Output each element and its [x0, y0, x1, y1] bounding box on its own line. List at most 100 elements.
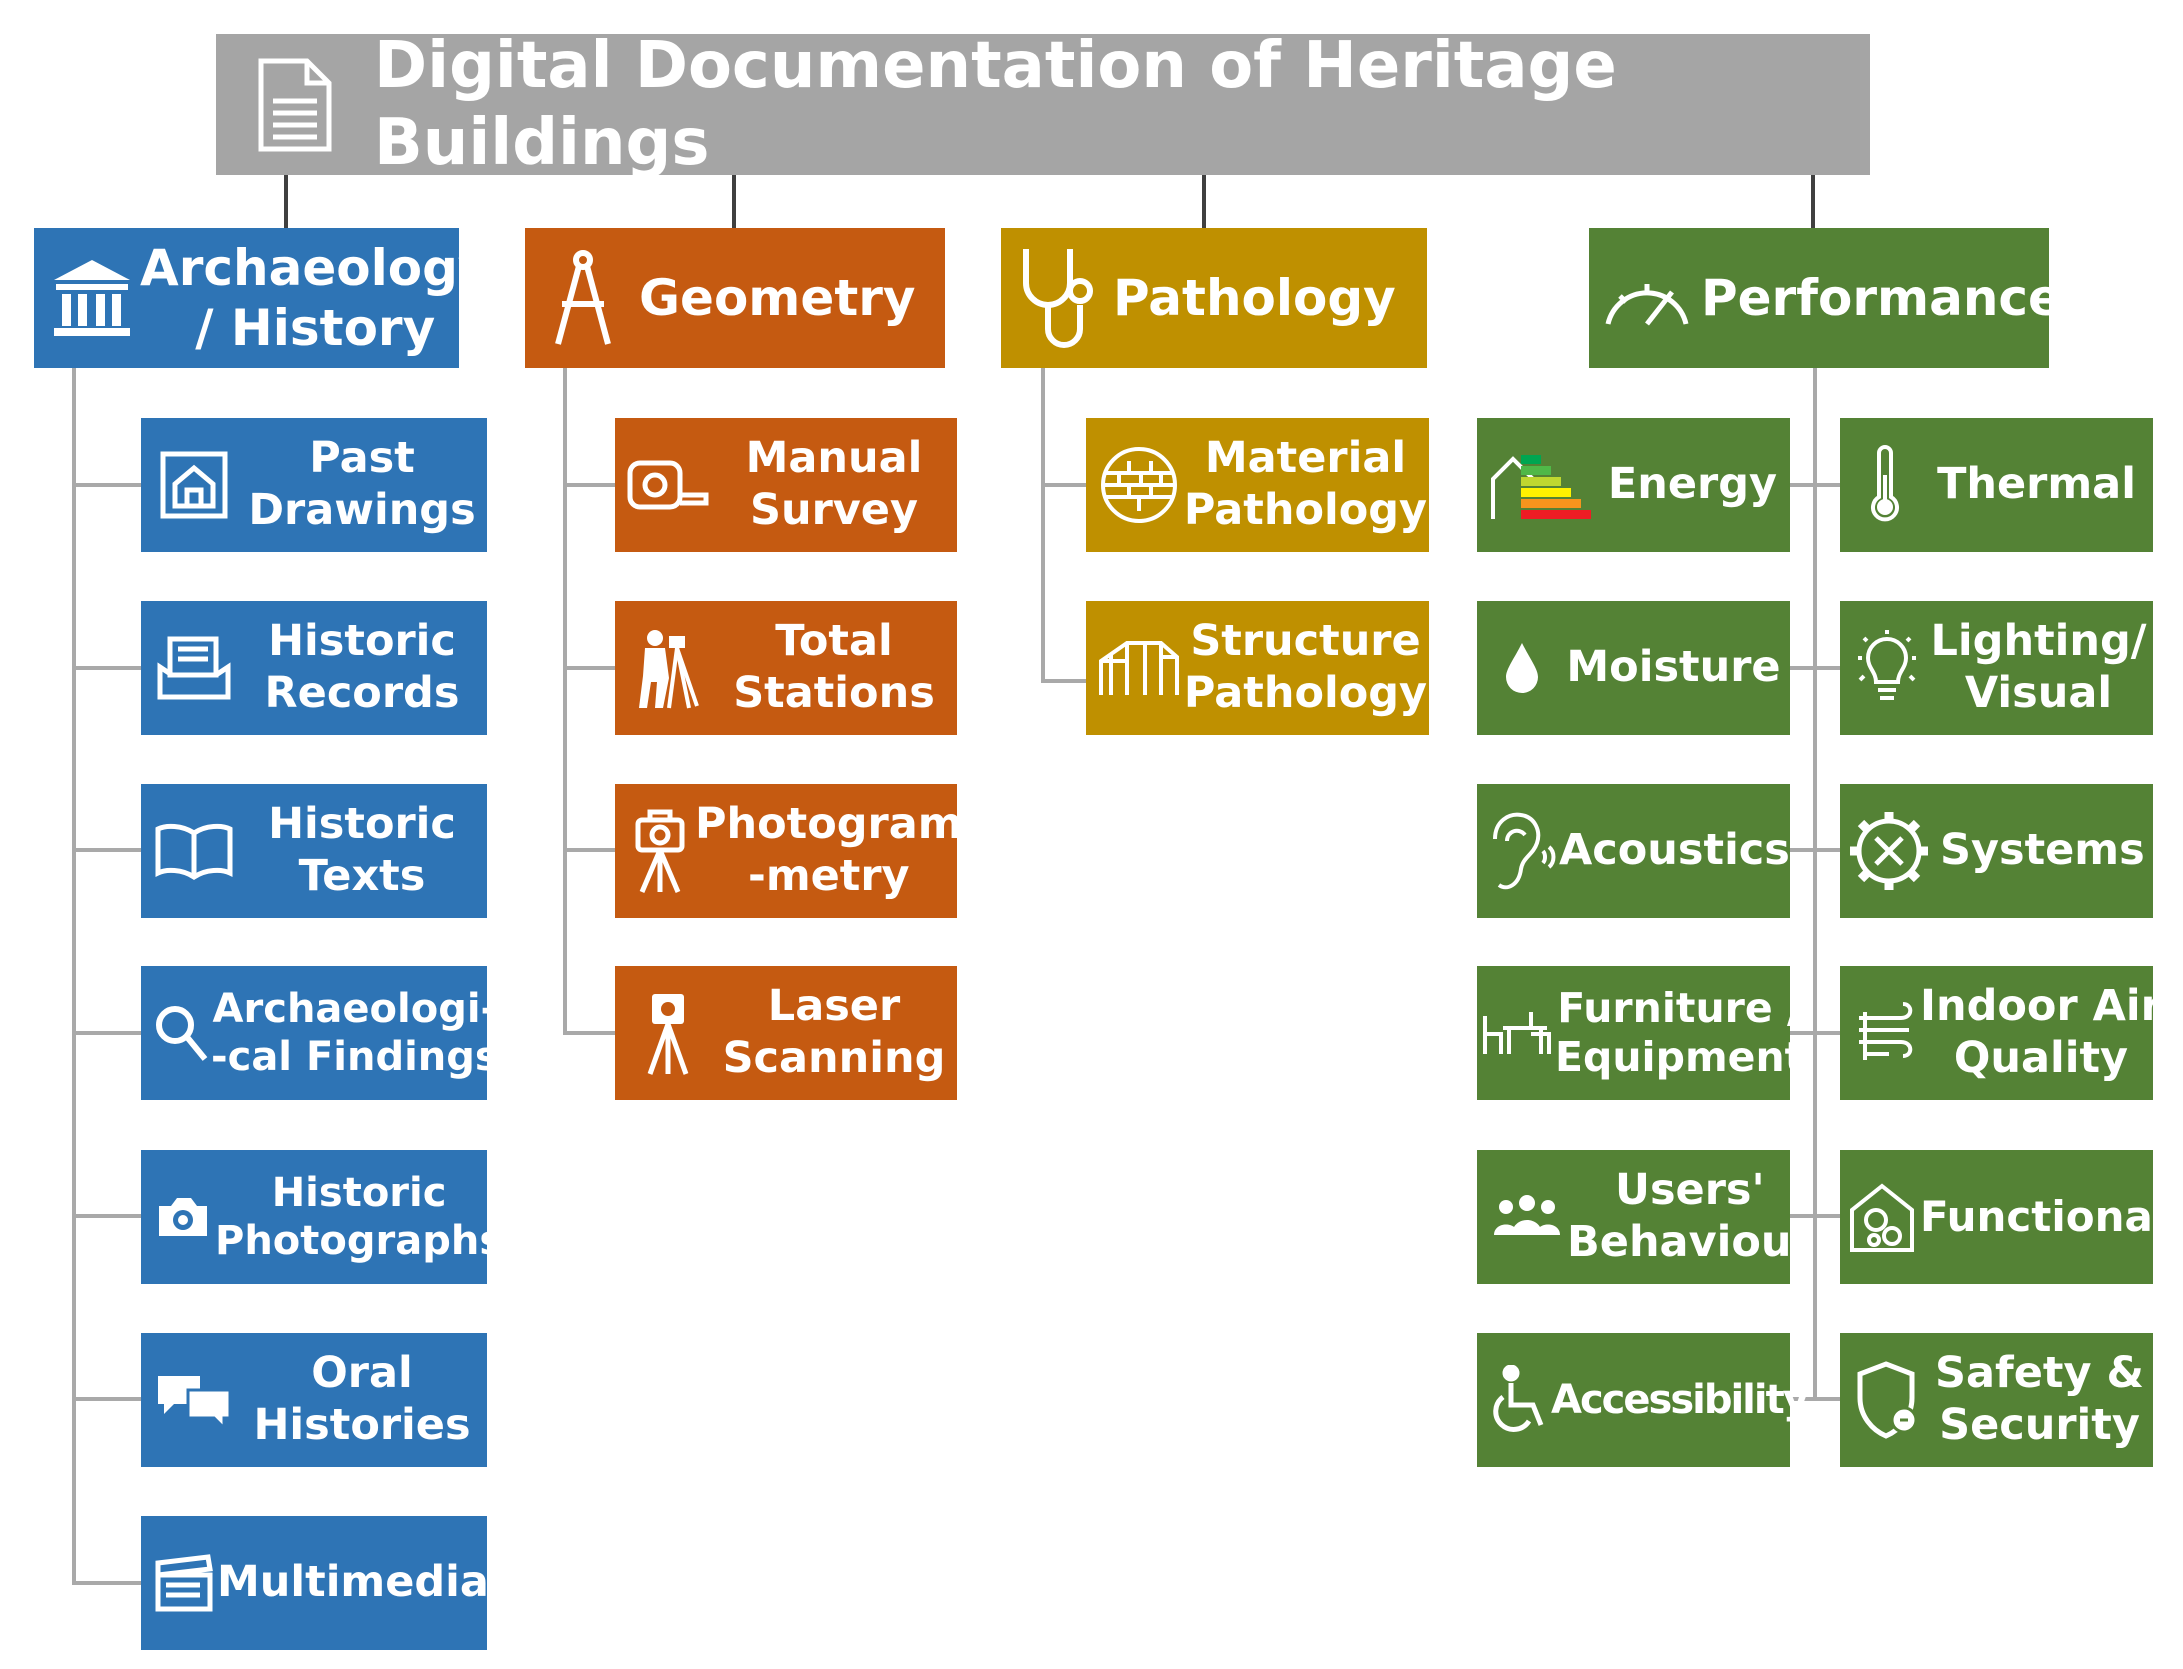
museum-icon	[44, 256, 140, 340]
branch	[1790, 1214, 1840, 1218]
branch	[72, 1031, 141, 1035]
connector-title-geometry	[732, 175, 736, 228]
energy-rating-icon	[1485, 447, 1595, 523]
shield-icon	[1852, 1360, 1926, 1440]
book-icon	[151, 821, 237, 881]
item-label: Pathology	[1183, 668, 1428, 718]
item-label: Structure	[1190, 616, 1421, 667]
category-pathology: Pathology	[1001, 228, 1427, 368]
branch	[72, 1214, 141, 1218]
furniture-icon	[1479, 1008, 1555, 1058]
item-label: Archaeologi-	[212, 986, 498, 1032]
item-label: Thermal	[1937, 459, 2136, 510]
item-label: Equipment	[1555, 1033, 1805, 1081]
magnifier-icon	[151, 1003, 211, 1063]
item-label: Moisture	[1566, 642, 1781, 693]
item-label: Texts	[298, 851, 426, 901]
gauge-icon	[1599, 268, 1695, 328]
clapperboard-icon	[151, 1553, 217, 1613]
item-label: Photogram	[695, 799, 963, 850]
item-furniture-equipment: Furniture /Equipment	[1477, 966, 1804, 1100]
item-label: Visual	[1964, 668, 2113, 718]
item-label: Furniture /	[1557, 983, 1802, 1032]
item-label: Behaviour	[1567, 1217, 1813, 1267]
branch	[563, 848, 615, 852]
branch	[72, 666, 141, 670]
branch	[1790, 1397, 1840, 1401]
item-label: Photographs	[215, 1218, 504, 1264]
branch	[563, 483, 615, 487]
item-label: Functional	[1920, 1191, 2168, 1241]
wheelchair-icon	[1487, 1365, 1551, 1435]
tree-line-performance	[1813, 368, 1817, 1398]
category-label: Geometry	[639, 269, 916, 327]
category-archaeology: Archaeology/ History	[34, 228, 490, 368]
drawing-icon	[151, 450, 237, 520]
document-icon	[240, 57, 350, 153]
structure-icon	[1096, 637, 1182, 699]
gear-tools-icon	[1844, 808, 1934, 894]
category-label: / History	[195, 299, 436, 357]
thermometer-icon	[1850, 445, 1920, 525]
item-energy: Energy	[1477, 418, 1790, 552]
branch	[1041, 483, 1086, 487]
laser-scanner-icon	[625, 990, 711, 1076]
item-label: Systems	[1940, 825, 2145, 876]
branch	[72, 1581, 141, 1585]
item-label: Historic	[271, 1170, 447, 1216]
item-label: Users'	[1615, 1165, 1765, 1216]
item-label: Scanning	[722, 1033, 946, 1083]
tree-line-archaeology	[72, 368, 76, 1583]
air-icon	[1850, 998, 1920, 1068]
item-functional: Functional	[1840, 1150, 2167, 1284]
house-gears-icon	[1844, 1180, 1920, 1254]
item-label: Quality	[1953, 1033, 2129, 1083]
item-label: Past	[309, 433, 415, 484]
tree-line-pathology	[1041, 368, 1045, 681]
item-label: Total	[775, 616, 893, 667]
item-label: Energy	[1607, 459, 1778, 510]
item-label: Lighting/	[1930, 616, 2147, 667]
branch	[1041, 679, 1086, 683]
item-accessibility: Accessibility	[1477, 1333, 1809, 1467]
item-label: -cal Findings	[211, 1034, 499, 1080]
branch	[1790, 848, 1840, 852]
branch	[1790, 666, 1840, 670]
ear-icon	[1479, 809, 1559, 893]
main-title-box: Digital Documentation of Heritage Buildi…	[216, 29, 1870, 180]
category-label: Archaeology	[140, 239, 491, 297]
item-photogrammetry: Photogram-metry	[615, 784, 963, 918]
item-lighting-visual: Lighting/Visual	[1840, 601, 2153, 735]
item-systems: Systems	[1840, 784, 2153, 918]
item-label: -metry	[747, 851, 910, 901]
tree-line-geometry	[563, 368, 567, 1035]
item-label: Acoustics	[1559, 825, 1790, 876]
item-label: Historic	[268, 616, 456, 667]
connector-title-pathology	[1202, 175, 1206, 228]
category-label: Pathology	[1113, 269, 1396, 327]
item-label: Records	[264, 668, 460, 718]
item-label: Laser	[767, 981, 901, 1032]
camera-icon	[151, 1194, 215, 1240]
item-label: Multimedia	[217, 1557, 489, 1608]
branch	[72, 848, 141, 852]
item-label: Material	[1204, 433, 1407, 484]
item-label: Safety &	[1935, 1348, 2144, 1399]
brick-icon	[1096, 445, 1182, 525]
item-label: Oral	[311, 1348, 413, 1399]
item-safety-security: Safety &Security	[1840, 1333, 2153, 1467]
item-label: Manual	[745, 433, 923, 484]
branch	[72, 1397, 141, 1401]
branch	[1790, 483, 1840, 487]
item-label: Historic	[268, 799, 456, 850]
stethoscope-icon	[1011, 243, 1107, 353]
